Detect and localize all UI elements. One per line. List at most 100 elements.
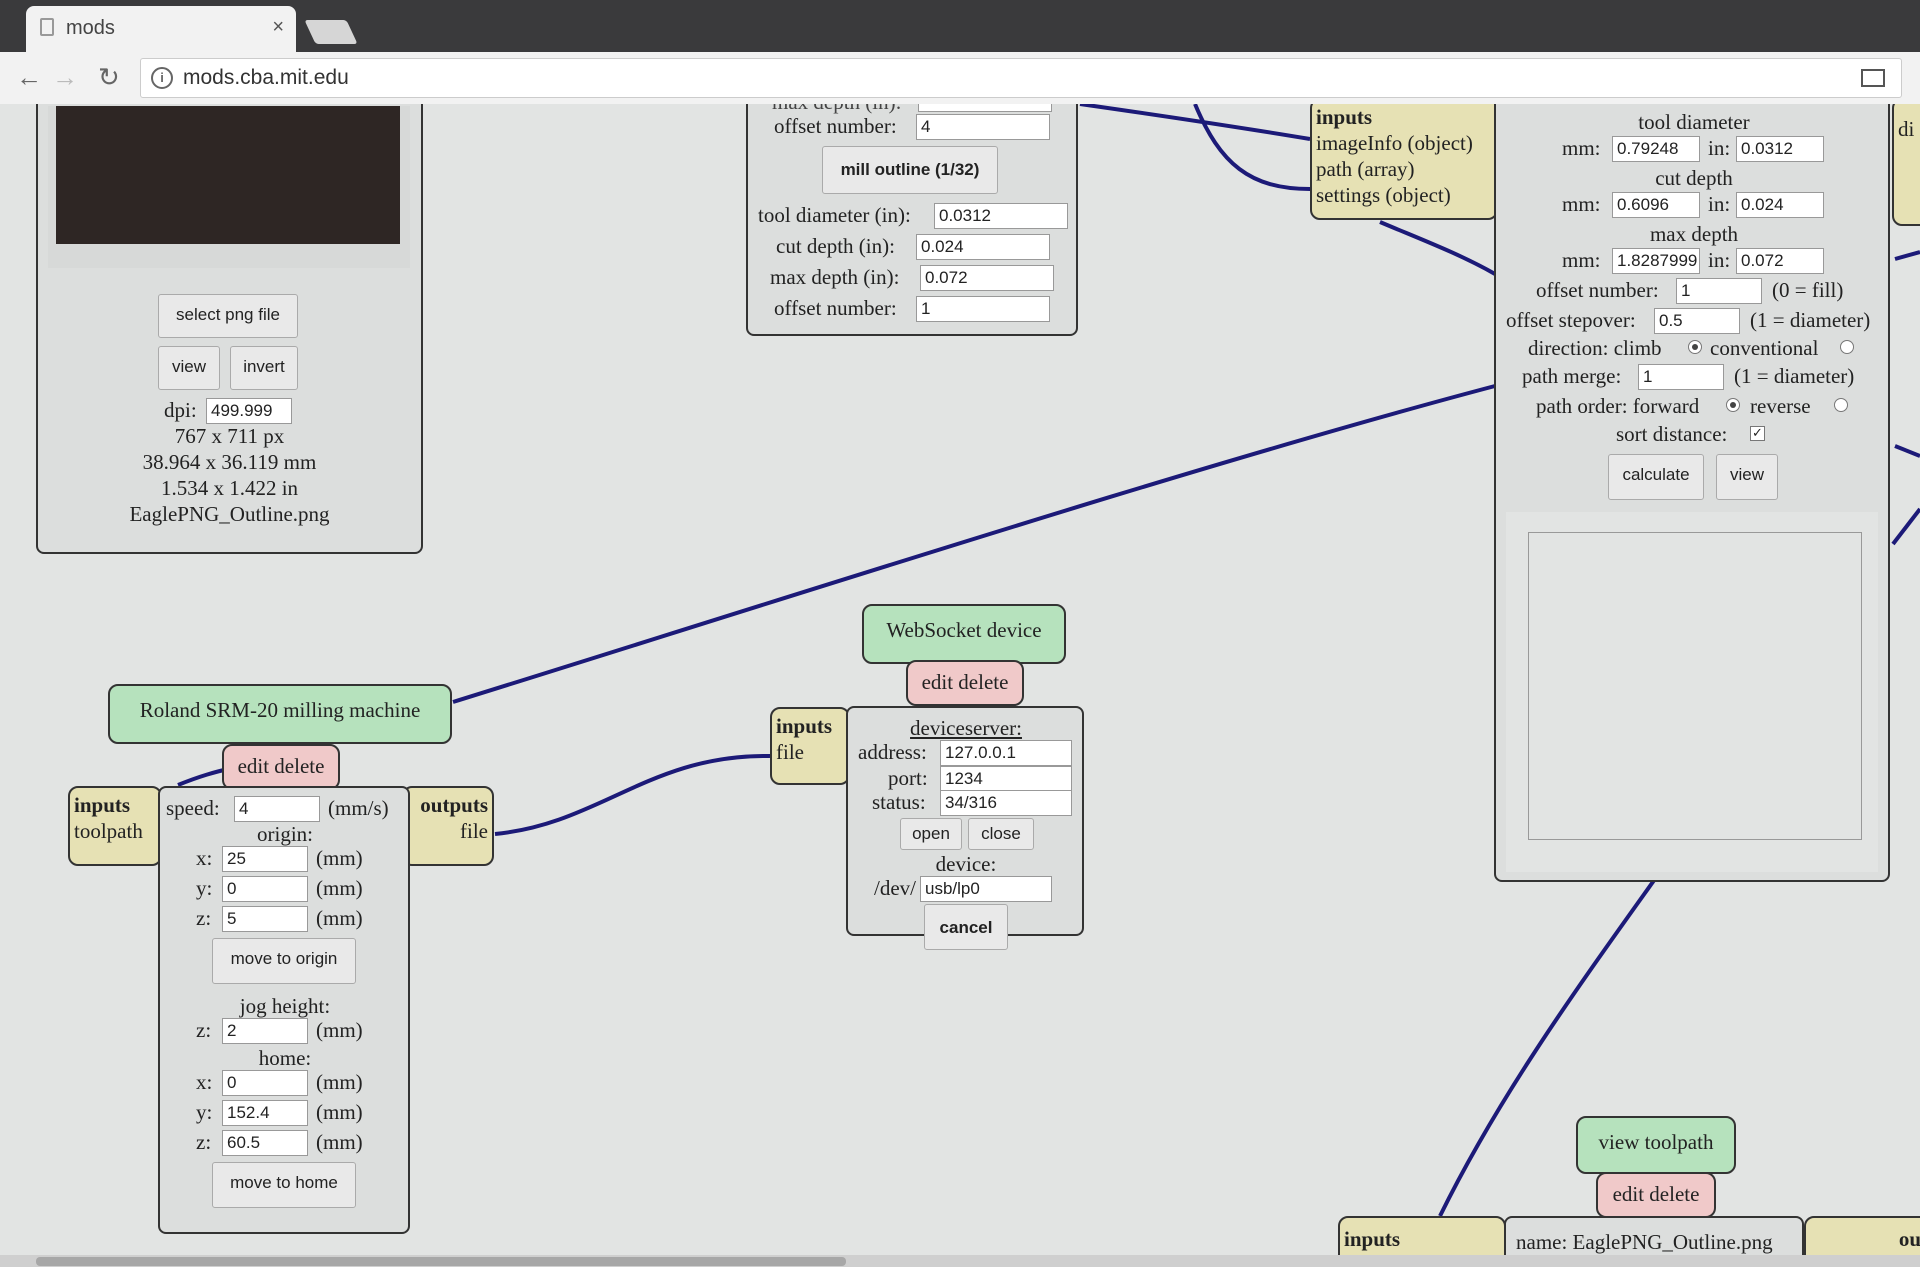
move-to-origin-button[interactable]: move to origin (212, 938, 356, 984)
calculate-button[interactable]: calculate (1608, 454, 1704, 500)
sort-distance-checkbox[interactable]: ✓ (1750, 426, 1765, 441)
device-label: device: (935, 852, 997, 876)
wire (1894, 250, 1920, 261)
conventional-radio[interactable] (1840, 340, 1854, 354)
home-x-input[interactable]: 0 (222, 1070, 308, 1096)
origin-y-input[interactable]: 0 (222, 876, 308, 902)
output-file[interactable]: file (460, 819, 488, 843)
wire (1193, 104, 1311, 191)
input-path[interactable]: path (array) (1316, 157, 1415, 181)
view-button[interactable]: view (1716, 454, 1778, 500)
max-depth-input-cut[interactable]: 0.084 (918, 104, 1052, 112)
cut-depth-in-input[interactable]: 0.024 (1736, 192, 1824, 218)
tool-diameter-input[interactable]: 0.0312 (934, 203, 1068, 229)
offset-number-input-2[interactable]: 1 (916, 296, 1050, 322)
input-toolpath[interactable]: toolpath (74, 819, 143, 843)
jog-z-input[interactable]: 2 (222, 1018, 308, 1044)
open-button[interactable]: open (900, 818, 962, 850)
speed-label: speed: (166, 796, 220, 820)
image-inches: 1.534 x 1.422 in (160, 476, 299, 500)
view-toolpath-title[interactable]: view toolpath (1576, 1116, 1736, 1174)
forward-radio[interactable] (1726, 398, 1740, 412)
offset-number-note: (0 = fill) (1772, 278, 1844, 302)
invert-button[interactable]: invert (230, 346, 298, 390)
port-input[interactable]: 1234 (940, 766, 1072, 792)
tool-diameter-heading: tool diameter (1638, 110, 1750, 134)
tool-diameter-mm-input[interactable]: 0.79248 (1612, 136, 1700, 162)
reload-icon[interactable]: ↻ (98, 62, 120, 92)
roland-edit-delete[interactable]: edit delete (222, 744, 340, 790)
connection-wires (177, 104, 1920, 1217)
reverse-label: reverse (1750, 394, 1811, 418)
outputs-title: outputs (420, 793, 488, 817)
cut-depth-label: cut depth (in): (776, 234, 895, 258)
info-icon[interactable]: i (151, 67, 173, 89)
wire (1079, 104, 1311, 141)
speed-input[interactable]: 4 (234, 796, 320, 822)
png-module: select png file view invert dpi: 499.999… (36, 104, 423, 554)
close-button[interactable]: close (968, 818, 1034, 850)
horizontal-scrollbar[interactable] (0, 1255, 1920, 1267)
wire (494, 753, 771, 836)
websocket-title[interactable]: WebSocket device (862, 604, 1066, 664)
origin-z-input[interactable]: 5 (222, 906, 308, 932)
reverse-radio[interactable] (1834, 398, 1848, 412)
roland-inputs-port[interactable]: inputs toolpath (68, 786, 162, 866)
input-imageinfo[interactable]: imageInfo (object) (1316, 131, 1473, 155)
scrollbar-thumb[interactable] (36, 1257, 846, 1266)
address-input[interactable]: 127.0.0.1 (940, 740, 1072, 766)
roland-outputs-port[interactable]: outputs file (402, 786, 494, 866)
direction-label: direction: climb (1528, 336, 1662, 360)
mods-canvas[interactable]: select png file view invert dpi: 499.999… (0, 104, 1920, 1267)
climb-radio[interactable] (1688, 340, 1702, 354)
home-heading: home: (258, 1046, 312, 1070)
extension-icon[interactable] (1861, 69, 1885, 87)
home-y-input[interactable]: 152.4 (222, 1100, 308, 1126)
origin-x-input[interactable]: 25 (222, 846, 308, 872)
mm-unit: (mm) (316, 1018, 363, 1042)
view-button[interactable]: view (158, 346, 220, 390)
input-settings[interactable]: settings (object) (1316, 183, 1451, 207)
home-x-label: x: (196, 1070, 213, 1094)
wire (1438, 877, 1657, 1217)
mm-unit: (mm) (316, 1070, 363, 1094)
wire (1379, 220, 1496, 276)
websocket-edit-delete[interactable]: edit delete (906, 660, 1024, 706)
max-depth-in-input[interactable]: 0.072 (1736, 248, 1824, 274)
browser-toolbar: ← → ↻ i mods.cba.mit.edu (0, 52, 1920, 105)
new-tab-button[interactable] (304, 20, 358, 44)
path-inputs-port[interactable]: inputs imageInfo (object) path (array) s… (1310, 104, 1498, 220)
back-arrow-icon[interactable]: ← (16, 62, 42, 92)
offset-number-input[interactable]: 4 (916, 114, 1050, 140)
mill-outline-button[interactable]: mill outline (1/32) (822, 146, 998, 194)
input-file[interactable]: file (776, 740, 804, 764)
path-merge-note: (1 = diameter) (1734, 364, 1855, 388)
offset-number-label: offset number: (774, 114, 897, 138)
address-bar[interactable]: i mods.cba.mit.edu (140, 58, 1902, 98)
path-merge-input[interactable]: 1 (1638, 364, 1724, 390)
close-tab-icon[interactable]: × (272, 16, 284, 38)
offset-number-input[interactable]: 1 (1676, 278, 1762, 304)
next-module-edge: di (1892, 104, 1920, 226)
device-input[interactable]: usb/lp0 (920, 876, 1052, 902)
cut-depth-input[interactable]: 0.024 (916, 234, 1050, 260)
offset-stepover-input[interactable]: 0.5 (1654, 308, 1740, 334)
roland-title[interactable]: Roland SRM-20 milling machine (108, 684, 452, 744)
home-z-input[interactable]: 60.5 (222, 1130, 308, 1156)
tool-diameter-in-input[interactable]: 0.0312 (1736, 136, 1824, 162)
cut-depth-mm-input[interactable]: 0.6096 (1612, 192, 1700, 218)
dpi-input[interactable]: 499.999 (206, 398, 292, 424)
page-icon (40, 18, 54, 36)
view-toolpath-edit-delete[interactable]: edit delete (1596, 1172, 1716, 1218)
image-filename: EaglePNG_Outline.png (129, 502, 330, 526)
forward-arrow-icon[interactable]: → (52, 62, 78, 92)
select-png-button[interactable]: select png file (158, 294, 298, 338)
cancel-button[interactable]: cancel (924, 904, 1008, 950)
max-depth-mm-input[interactable]: 1.8287999 (1612, 248, 1700, 274)
max-depth-input[interactable]: 0.072 (920, 265, 1054, 291)
websocket-inputs-port[interactable]: inputs file (770, 707, 850, 785)
browser-tab[interactable]: mods × (26, 6, 296, 52)
address-label: address: (858, 740, 927, 764)
deviceserver-link[interactable]: deviceserver: (910, 716, 1022, 740)
move-to-home-button[interactable]: move to home (212, 1162, 356, 1208)
